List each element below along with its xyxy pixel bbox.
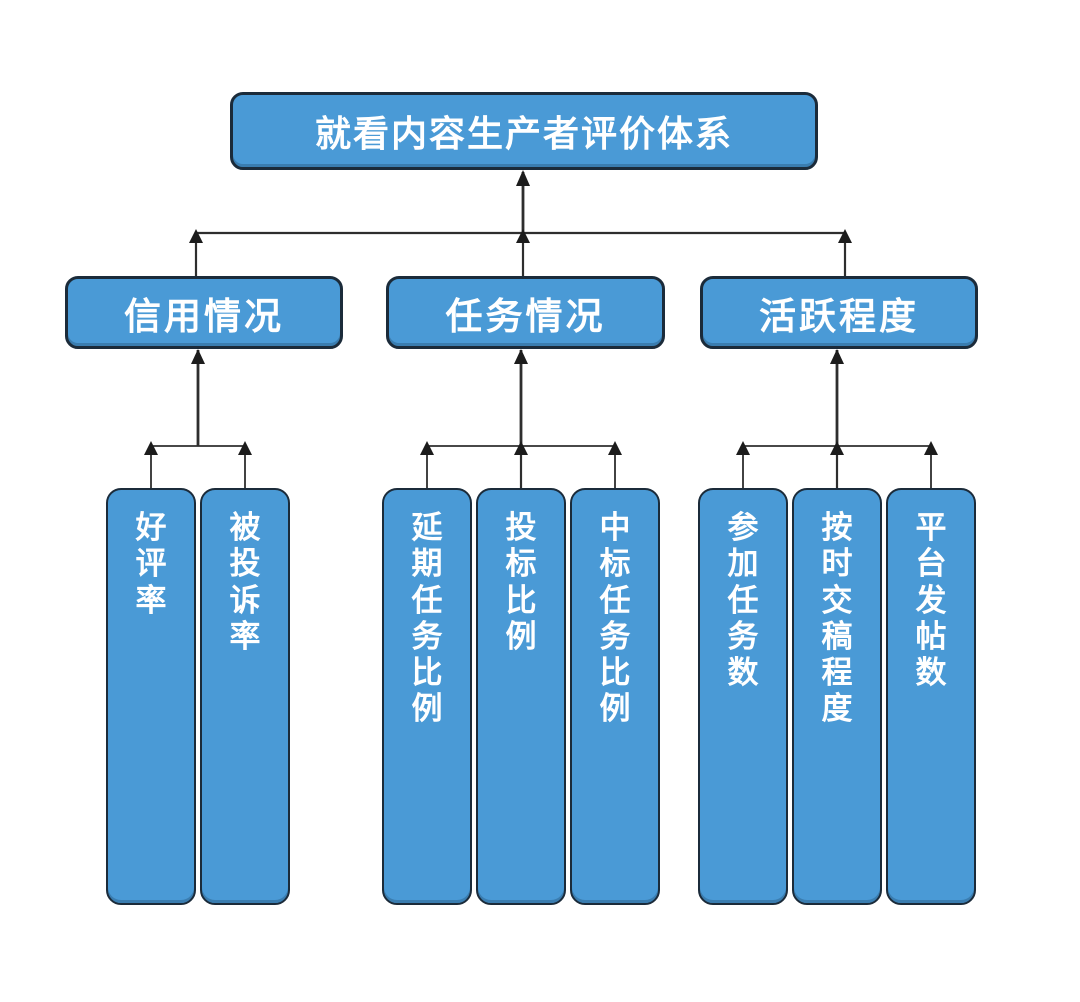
leaf-node-complaint-rate: 被投诉率 — [200, 488, 290, 905]
leaf-label: 好评率 — [135, 510, 167, 618]
root-node: 就看内容生产者评价体系 — [230, 92, 818, 170]
leaf-label: 被投诉率 — [229, 510, 261, 654]
group-node-task: 任务情况 — [386, 276, 665, 349]
leaf-label: 平台发帖数 — [915, 510, 947, 691]
group-node-activity: 活跃程度 — [700, 276, 978, 349]
group-node-credit: 信用情况 — [65, 276, 343, 349]
leaf-label: 参加任务数 — [727, 510, 759, 691]
leaf-node-on-time-delivery-degree: 按时交稿程度 — [792, 488, 882, 905]
leaf-node-platform-posts-count: 平台发帖数 — [886, 488, 976, 905]
leaf-node-bid-ratio: 投标比例 — [476, 488, 566, 905]
leaf-node-delayed-task-ratio: 延期任务比例 — [382, 488, 472, 905]
leaf-node-positive-rating-rate: 好评率 — [106, 488, 196, 905]
leaf-node-tasks-joined-count: 参加任务数 — [698, 488, 788, 905]
leaf-label: 投标比例 — [505, 510, 537, 654]
leaf-label: 中标任务比例 — [599, 510, 631, 727]
leaf-label: 延期任务比例 — [411, 510, 443, 727]
leaf-node-winning-task-ratio: 中标任务比例 — [570, 488, 660, 905]
leaf-label: 按时交稿程度 — [821, 510, 853, 727]
